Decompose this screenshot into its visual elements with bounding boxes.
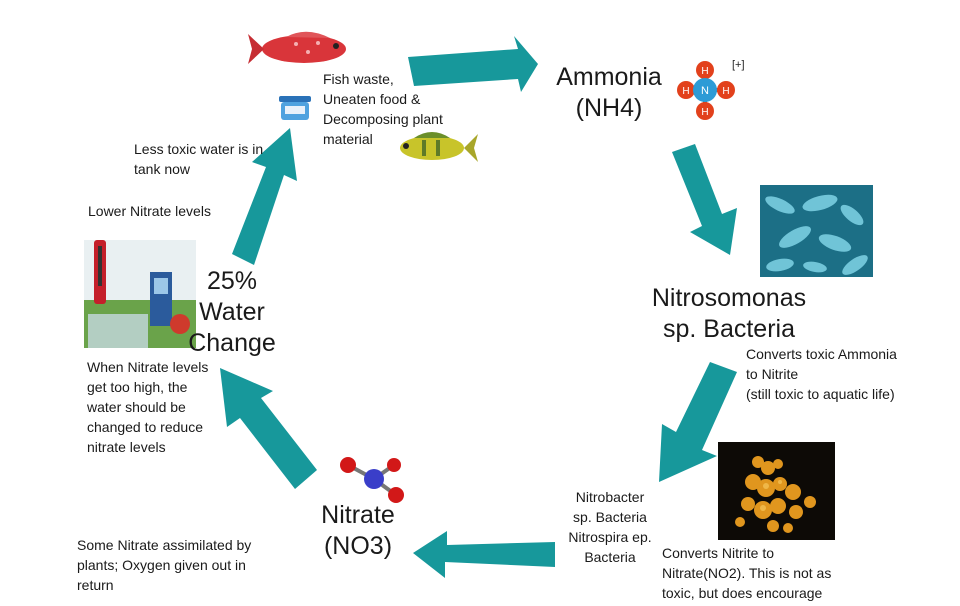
arrow-nitrate-to-waterchange [220,368,317,489]
fish-food-tub-image [279,96,311,120]
center-atom-label: N [701,85,709,97]
converts-nitrite-text: Converts Nitrite to Nitrate(NO2). This i… [662,545,832,601]
ammonia-molecule-icon: N H H H H [+] [677,59,745,120]
outer-atom-label: H [701,107,708,118]
outer-atom-label: H [722,86,729,97]
nitrate-node-label: Nitrate (NO3) [321,501,395,560]
yellow-fish-image [400,132,478,162]
nitrate-molecule-icon [340,457,404,503]
water-change-node-label: 25% Water Change [188,267,276,357]
nitrosomonas-node-label: Nitrosomonas sp. Bacteria [651,284,807,343]
fish-waste-text: Fish waste, Uneaten food & Decomposing p… [323,71,443,147]
arrow-fish-to-ammonia [408,36,538,92]
nitrate-assimilated-text: Some Nitrate assimilated by plants; Oxyg… [77,537,252,593]
charge-label: [+] [732,59,745,71]
arrow-waterchange-to-fish [232,128,297,265]
nitrate-high-text: When Nitrate levels get too high, the wa… [87,359,209,455]
converts-ammonia-text: Converts toxic Ammonia to Nitrite (still… [746,346,897,402]
water-change-photo [84,240,196,348]
red-fish-image [248,31,346,64]
nitrobacter-text: Nitrobacter sp. Bacteria Nitrospira ep. … [568,489,652,565]
ammonia-node-label: Ammonia (NH4) [556,63,662,122]
less-toxic-text: Less toxic water is in tank now [134,141,264,177]
arrow-nitrosomonas-to-nitrobacter [659,362,737,482]
arrow-nitrobacter-to-nitrate [413,531,555,578]
lower-nitrate-text: Lower Nitrate levels [88,203,211,219]
arrow-ammonia-to-nitrosomonas [672,144,737,255]
outer-atom-label: H [701,66,708,77]
nitrosomonas-bacteria-image [760,185,873,277]
outer-atom-label: H [682,86,689,97]
nitrobacter-bacteria-image [718,442,835,540]
